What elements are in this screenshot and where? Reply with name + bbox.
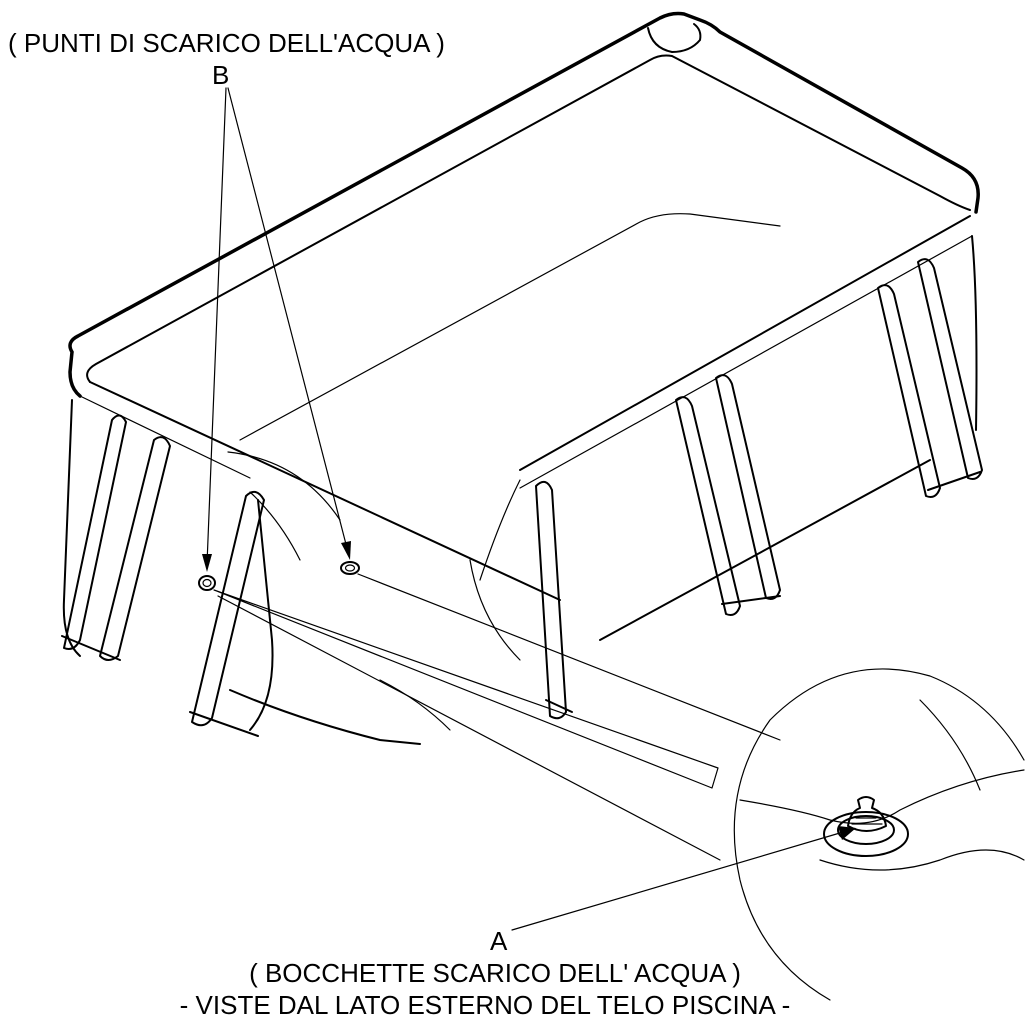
drain-valve-cap — [847, 796, 887, 832]
b-arrowhead-right — [341, 541, 351, 560]
b-letter-label: B — [212, 60, 229, 90]
leg-left-1 — [63, 414, 127, 650]
pool-wall-top-edge — [89, 381, 561, 601]
drain-point-b-right-inner — [344, 564, 356, 572]
pool-legs — [61, 258, 983, 737]
drain-points-b — [198, 561, 360, 591]
leg-far-2 — [917, 258, 983, 480]
pool-illustration — [62, 11, 980, 745]
b-leader-right — [227, 87, 349, 553]
pool-inner-waterline — [239, 213, 781, 441]
b-leader-left — [206, 87, 227, 565]
pool-right-wall-top — [519, 215, 971, 471]
pool-rim-corner — [647, 23, 702, 53]
pool-rim-inner — [86, 54, 971, 383]
leg-mid-foot — [545, 699, 573, 713]
leg-right-1 — [675, 396, 741, 616]
leg-far-foot — [927, 471, 981, 491]
a-letter-label: A — [490, 926, 508, 956]
magnified-detail — [733, 668, 1025, 1001]
pool-liner-fold-3 — [469, 559, 521, 661]
pool-left-wall-edge — [79, 395, 251, 479]
a-leader-line — [511, 829, 851, 931]
leg-right-foot — [721, 595, 781, 605]
drain-point-b-right — [340, 561, 360, 575]
pool-liner-fold-1 — [249, 491, 301, 561]
pool-top-rim — [68, 11, 980, 398]
a-arrowhead — [838, 826, 856, 840]
pool-right-wall-end — [971, 235, 978, 431]
leg-left-foot — [61, 635, 121, 661]
pool-left-wall-side — [62, 399, 81, 657]
drain-valve-base — [823, 811, 909, 857]
drain-valve-ring — [837, 815, 895, 845]
a-leader — [511, 826, 856, 931]
a-caption-line1: ( BOCCHETTE SCARICO DELL' ACQUA ) — [249, 958, 741, 988]
pool-liner-fold-2 — [379, 679, 451, 731]
drain-valve-cap-detail — [851, 817, 883, 825]
projection-line-upper — [357, 573, 781, 741]
leg-front-foot — [189, 711, 259, 737]
pool-right-wall-top-inner — [519, 235, 973, 489]
a-caption-line2: - VISTE DAL LATO ESTERNO DEL TELO PISCIN… — [180, 990, 791, 1020]
detail-liner-fold-mid — [919, 699, 981, 791]
projection-line-lower — [217, 595, 721, 861]
drain-point-b-left-inner — [202, 578, 212, 588]
leg-front-1 — [191, 490, 265, 727]
detail-liner-fold-bottom — [819, 849, 1025, 871]
b-leader-lines — [202, 87, 351, 572]
leg-mid-1 — [535, 480, 567, 720]
pool-right-wall-bottom — [599, 459, 931, 641]
leg-front-2 — [249, 499, 274, 731]
leg-right-2 — [715, 374, 781, 600]
pool-front-wall-bottom — [229, 689, 421, 745]
drain-point-b-left — [198, 575, 216, 591]
leg-far-1 — [877, 284, 941, 498]
detail-liner-fold-top — [739, 769, 1025, 824]
projection-lines — [213, 573, 781, 861]
detail-circle — [733, 668, 1025, 1001]
projection-wedge — [213, 589, 719, 789]
b-header-label: ( PUNTI DI SCARICO DELL'ACQUA ) — [8, 28, 445, 58]
pool-inner-floor — [227, 451, 521, 581]
b-arrowhead-left — [202, 554, 212, 572]
leg-left-2 — [99, 436, 171, 661]
